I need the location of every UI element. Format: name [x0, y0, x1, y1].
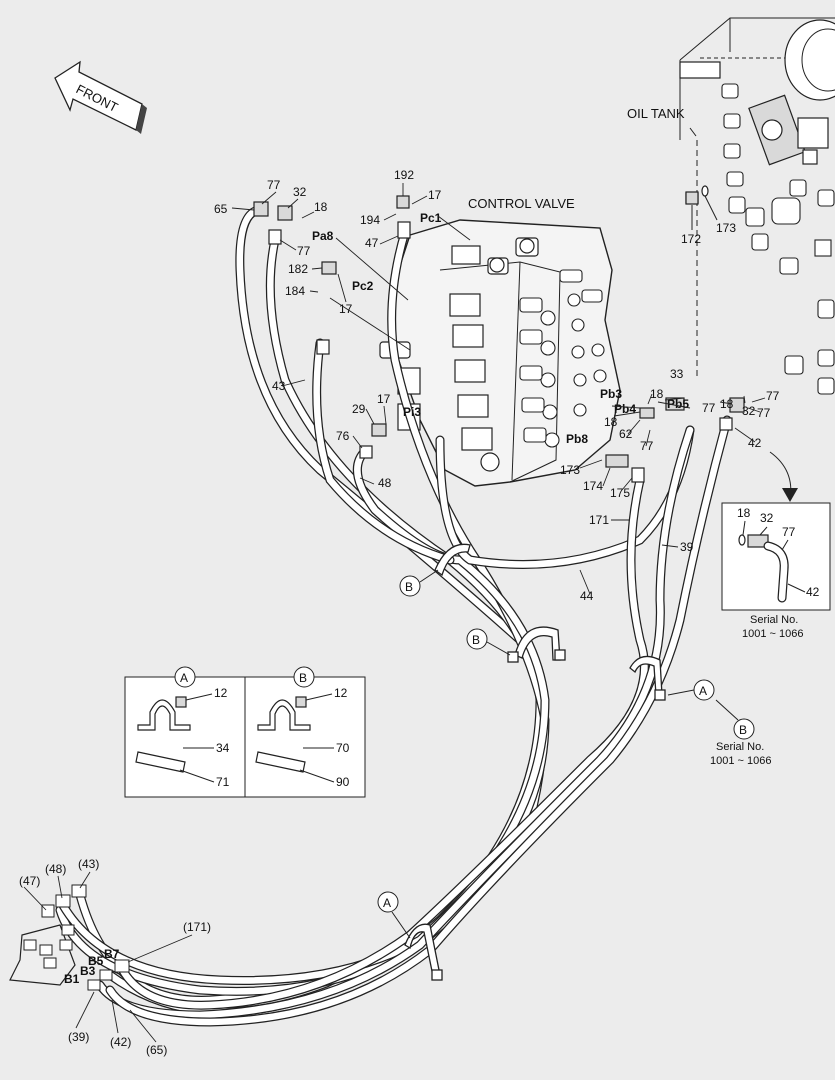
svg-text:48: 48 [378, 476, 392, 490]
svg-text:172: 172 [681, 232, 701, 246]
svg-text:17: 17 [339, 302, 353, 316]
svg-text:43: 43 [272, 379, 286, 393]
svg-text:90: 90 [336, 775, 350, 789]
svg-text:32: 32 [742, 404, 756, 418]
svg-text:Pa8: Pa8 [312, 229, 334, 243]
svg-text:Pb5: Pb5 [667, 397, 689, 411]
svg-text:(65): (65) [146, 1043, 167, 1057]
marker-b-2: B [466, 628, 488, 650]
fittings [253, 191, 745, 483]
svg-text:(43): (43) [78, 857, 99, 871]
svg-text:Pb3: Pb3 [600, 387, 622, 401]
svg-text:65: 65 [214, 202, 228, 216]
svg-text:18: 18 [720, 397, 734, 411]
svg-text:A: A [699, 684, 707, 698]
marker-a-2: A [377, 891, 399, 913]
svg-text:B: B [405, 580, 413, 594]
svg-text:194: 194 [360, 213, 380, 227]
svg-text:Pc2: Pc2 [352, 279, 374, 293]
svg-text:B: B [739, 723, 747, 737]
svg-text:33: 33 [670, 367, 684, 381]
marker-serial-label: Serial No. [716, 741, 764, 753]
marker-b-3: B [733, 718, 755, 740]
callout-numbers: 65 77 32 18 77 192 17 194 47 182 184 17 … [19, 168, 780, 1057]
svg-text:Pi3: Pi3 [403, 405, 421, 419]
svg-text:42: 42 [806, 585, 820, 599]
svg-text:B5: B5 [88, 954, 104, 968]
front-arrow: FRONT [54, 60, 147, 134]
svg-text:(39): (39) [68, 1030, 89, 1044]
svg-text:174: 174 [583, 479, 603, 493]
svg-text:(171): (171) [183, 920, 211, 934]
svg-text:71: 71 [216, 775, 230, 789]
svg-text:17: 17 [377, 392, 391, 406]
marker-a-1: A [693, 679, 715, 701]
svg-text:A: A [180, 671, 188, 685]
inset-serial-range: 1001 ~ 1066 [742, 628, 803, 640]
svg-text:18: 18 [604, 415, 618, 429]
svg-text:17: 17 [428, 188, 442, 202]
svg-text:32: 32 [760, 511, 774, 525]
svg-text:175: 175 [610, 486, 630, 500]
svg-text:76: 76 [336, 429, 350, 443]
svg-text:12: 12 [334, 686, 348, 700]
svg-text:34: 34 [216, 741, 230, 755]
svg-text:77: 77 [782, 525, 796, 539]
svg-text:39: 39 [680, 540, 694, 554]
oil-tank: OIL TANK 172 173 [627, 17, 835, 395]
svg-text:18: 18 [314, 200, 328, 214]
hose-bundle [55, 205, 732, 1027]
svg-text:B3: B3 [80, 964, 96, 978]
control-valve [379, 219, 621, 487]
svg-text:32: 32 [293, 185, 307, 199]
svg-text:77: 77 [640, 439, 654, 453]
inset-serial-label: Serial No. [750, 614, 798, 626]
svg-text:171: 171 [589, 513, 609, 527]
oil-tank-label: OIL TANK [627, 106, 685, 121]
svg-text:77: 77 [702, 401, 716, 415]
svg-text:70: 70 [336, 741, 350, 755]
svg-text:(42): (42) [110, 1035, 131, 1049]
svg-text:12: 12 [214, 686, 228, 700]
svg-text:B7: B7 [104, 947, 120, 961]
svg-text:77: 77 [267, 178, 281, 192]
svg-text:62: 62 [619, 427, 633, 441]
svg-text:77: 77 [757, 406, 771, 420]
svg-text:B: B [472, 633, 480, 647]
clamp-detail-box: 12 34 71 12 70 90 [124, 676, 366, 798]
svg-text:(48): (48) [45, 862, 66, 876]
svg-text:29: 29 [352, 402, 366, 416]
svg-text:44: 44 [580, 589, 594, 603]
svg-text:192: 192 [394, 168, 414, 182]
svg-text:18: 18 [650, 387, 664, 401]
svg-text:47: 47 [365, 236, 379, 250]
marker-serial-range: 1001 ~ 1066 [710, 755, 771, 767]
svg-text:173: 173 [716, 221, 736, 235]
svg-text:Pc1: Pc1 [420, 211, 442, 225]
svg-text:A: A [383, 896, 391, 910]
clamps [404, 543, 666, 981]
svg-text:Pb8: Pb8 [566, 432, 588, 446]
svg-text:18: 18 [737, 506, 751, 520]
marker-b-box: B [293, 666, 315, 688]
svg-text:(47): (47) [19, 874, 40, 888]
svg-text:184: 184 [285, 284, 305, 298]
svg-text:B1: B1 [64, 972, 80, 986]
control-valve-label: CONTROL VALVE [468, 196, 575, 211]
svg-text:77: 77 [297, 244, 311, 258]
leader-lines [23, 183, 766, 1043]
marker-a-box: A [174, 666, 196, 688]
marker-b-1: B [399, 575, 421, 597]
svg-text:77: 77 [766, 389, 780, 403]
svg-text:173: 173 [560, 463, 580, 477]
svg-text:182: 182 [288, 262, 308, 276]
serial-inset: 18 32 77 42 [721, 502, 831, 611]
port-labels: Pc1 Pa8 Pc2 Pi3 Pb5 Pb4 Pb3 Pb8 B7 B5 B3… [64, 211, 689, 986]
svg-text:B: B [299, 671, 307, 685]
pilot-valve [9, 884, 130, 991]
svg-text:Pb4: Pb4 [614, 402, 636, 416]
